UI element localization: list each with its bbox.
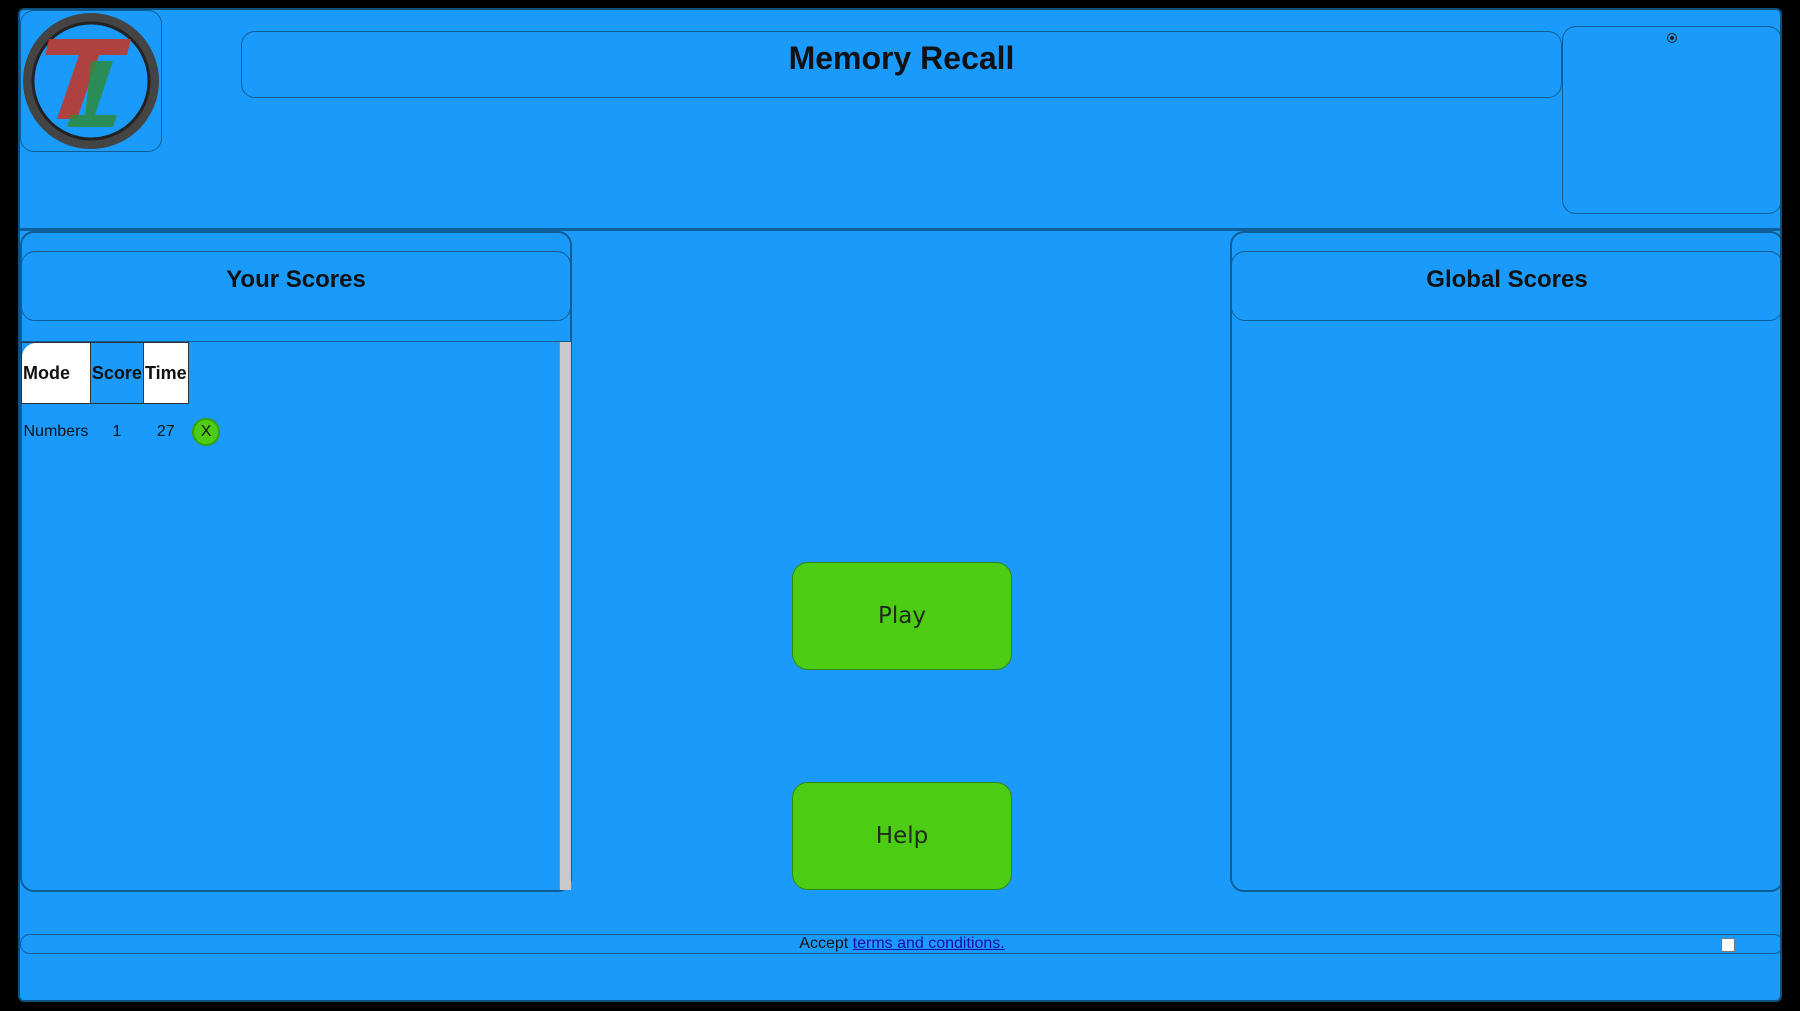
score-mode: Numbers: [23, 423, 89, 440]
play-button[interactable]: Play: [792, 562, 1012, 670]
help-button[interactable]: Help: [792, 782, 1012, 890]
your-scores-title: Your Scores: [226, 266, 366, 293]
your-scores-panel: Your Scores Mode Score Time Numbers 1 27: [20, 231, 572, 892]
terms-bar: Accept terms and conditions.: [20, 934, 1780, 954]
scores-table: Mode Score Time Numbers 1 27 X: [21, 342, 222, 460]
scores-scrollbar[interactable]: [559, 342, 571, 890]
ti-logo-icon: [23, 13, 159, 149]
logo-container: [20, 10, 162, 152]
header-divider: [20, 228, 1780, 231]
terms-link[interactable]: terms and conditions.: [852, 935, 1005, 952]
title-bar: Memory Recall: [241, 31, 1562, 98]
top-right-panel: [1562, 26, 1780, 214]
accept-label: Accept: [799, 935, 853, 952]
app-window: Memory Recall Your Scores Mode Score Tim…: [18, 8, 1782, 1002]
global-scores-header: Global Scores: [1231, 251, 1780, 321]
column-header-mode[interactable]: Mode: [21, 342, 91, 404]
table-row: Numbers 1 27 X: [22, 404, 223, 461]
delete-score-button[interactable]: X: [192, 417, 221, 446]
global-scores-title: Global Scores: [1426, 266, 1588, 293]
page-title: Memory Recall: [788, 40, 1015, 76]
column-header-score[interactable]: Score: [89, 342, 144, 404]
score-value: 1: [112, 423, 122, 440]
your-scores-header: Your Scores: [21, 251, 571, 321]
scores-list: Mode Score Time Numbers 1 27 X: [21, 341, 571, 890]
column-header-time[interactable]: Time: [142, 342, 189, 404]
global-scores-panel: Global Scores: [1230, 231, 1780, 892]
accept-terms-checkbox[interactable]: [1721, 938, 1735, 952]
target-icon[interactable]: [1667, 33, 1677, 43]
score-time: 27: [156, 423, 175, 440]
